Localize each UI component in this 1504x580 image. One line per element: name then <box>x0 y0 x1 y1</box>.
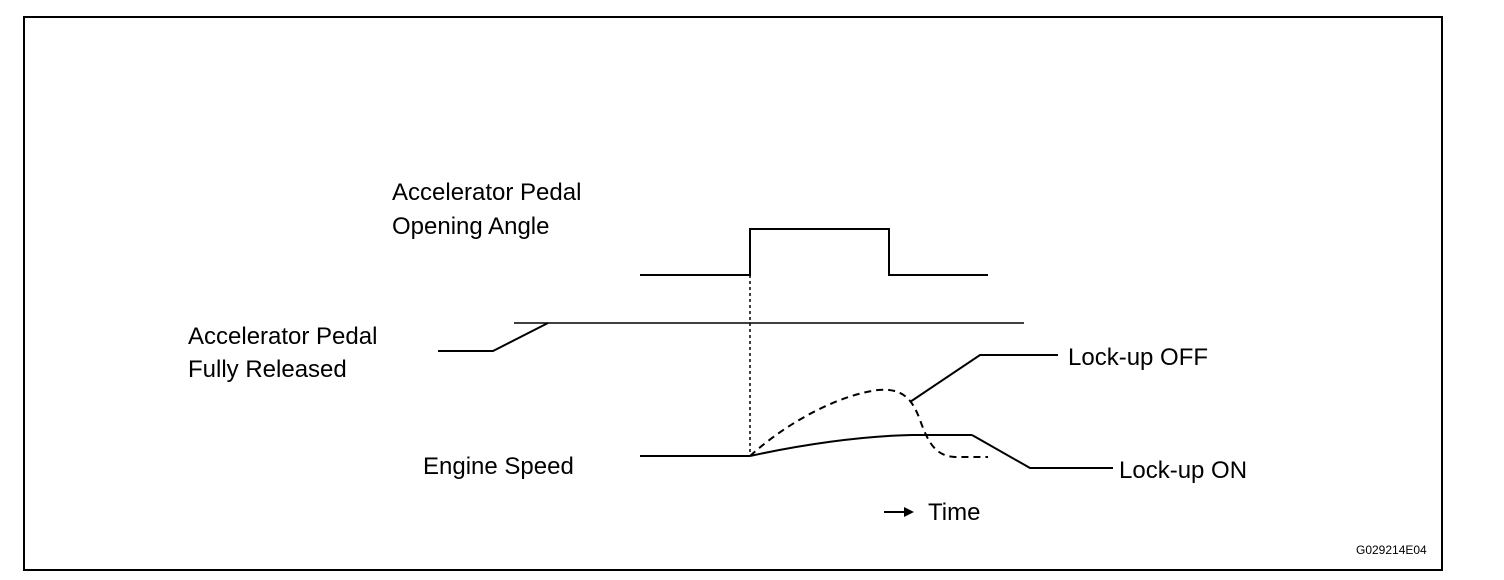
pedal-angle-label-line2: Opening Angle <box>392 213 550 240</box>
figure-code: G029214E04 <box>1356 543 1427 557</box>
lockup-off-leader <box>909 354 1058 403</box>
lockup-off-label: Lock-up OFF <box>1068 344 1209 371</box>
time-label: Time <box>928 499 981 526</box>
lockup-on-label: Lock-up ON <box>1119 457 1248 484</box>
time-arrow-icon <box>904 507 914 517</box>
lockup-on-leader <box>971 434 1113 469</box>
diagram-frame <box>23 16 1443 571</box>
pedal-angle-waveform <box>640 228 988 276</box>
fully-released-leader <box>438 322 549 352</box>
lockup-on-curve <box>749 434 972 457</box>
lockup-off-curve <box>749 388 988 458</box>
engine-speed-label: Engine Speed <box>423 453 574 480</box>
pedal-released-label-line2: Fully Released <box>188 356 347 383</box>
pedal-angle-label-line1: Accelerator Pedal <box>392 179 582 206</box>
pedal-released-label-line1: Accelerator Pedal <box>188 323 378 350</box>
